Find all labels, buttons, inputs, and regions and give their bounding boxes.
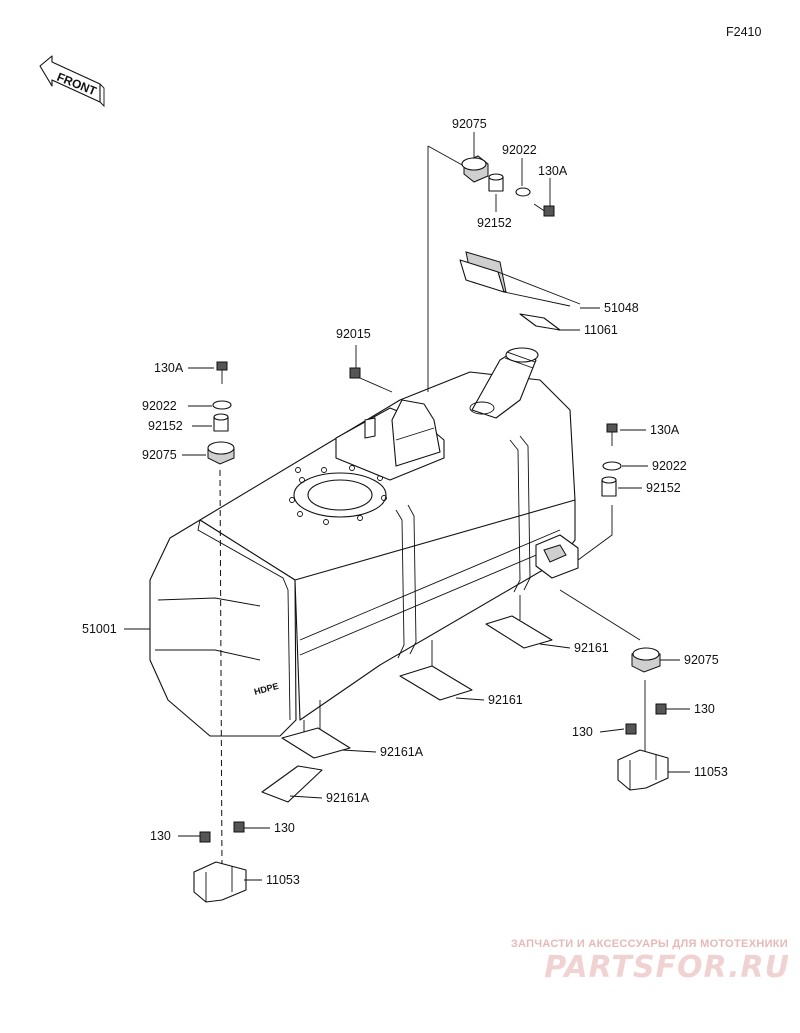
part-labels: 92075 92022 130A 92152 51048 11061 92015…: [82, 117, 728, 887]
pad-92161-a: [485, 615, 553, 649]
pad-92161a-a: [281, 727, 351, 759]
label-130-l2: 130: [274, 821, 295, 835]
left-mount-axis: [219, 469, 223, 871]
grommet-92075-top: [461, 155, 489, 183]
pad-51048: [459, 251, 581, 307]
pad-92161a-b: [261, 765, 323, 803]
right-mount-stack: [577, 423, 661, 673]
label-92152-left: 92152: [148, 419, 183, 433]
watermark-tagline: ЗАПЧАСТИ И АКСЕССУАРЫ ДЛЯ МОТОТЕХНИКИ: [510, 938, 788, 950]
collar-92152-top: [488, 173, 504, 192]
left-mount-stack: [207, 361, 235, 465]
label-130-r2: 130: [572, 725, 593, 739]
pad-92161-b: [399, 665, 473, 701]
label-92022-right: 92022: [652, 459, 687, 473]
label-130-l1: 130: [150, 829, 171, 843]
label-130-r1: 130: [694, 702, 715, 716]
gasket-11061: [519, 313, 561, 331]
bracket-11053-left: [193, 821, 247, 903]
label-92161a-a: 92161A: [380, 745, 424, 759]
fuel-tank-51001: HDPE: [149, 347, 579, 740]
label-130a-left: 130A: [154, 361, 184, 375]
label-11061: 11061: [584, 323, 618, 337]
label-92161-b: 92161: [488, 693, 523, 707]
bracket-11053-right: [617, 703, 669, 791]
label-92075-right: 92075: [684, 653, 719, 667]
label-130a-right: 130A: [650, 423, 680, 437]
front-arrow-icon: FRONT: [39, 55, 105, 108]
top-mount-leader: [427, 145, 465, 392]
leader-lines: [124, 132, 690, 881]
washer-92022-top: [515, 187, 531, 197]
label-92022-top: 92022: [502, 143, 537, 157]
right-mount-axis: [559, 589, 641, 641]
bolt-130a-top: [533, 203, 555, 217]
label-92075-left: 92075: [142, 448, 177, 462]
label-92152-top: 92152: [477, 216, 512, 230]
label-92022-left: 92022: [142, 399, 177, 413]
label-92161a-b: 92161A: [326, 791, 370, 805]
label-51048: 51048: [604, 301, 639, 315]
label-51001: 51001: [82, 622, 117, 636]
label-92161-a: 92161: [574, 641, 609, 655]
label-92075-top: 92075: [452, 117, 487, 131]
watermark-logo: PARTSFOR.RU: [544, 950, 790, 985]
label-92152-right: 92152: [646, 481, 681, 495]
label-130a-top: 130A: [538, 164, 568, 178]
label-92015: 92015: [336, 327, 371, 341]
nut-92015: [349, 345, 393, 393]
figure-code: F2410: [726, 25, 761, 39]
label-11053-left: 11053: [266, 873, 300, 887]
label-11053-right: 11053: [694, 765, 728, 779]
